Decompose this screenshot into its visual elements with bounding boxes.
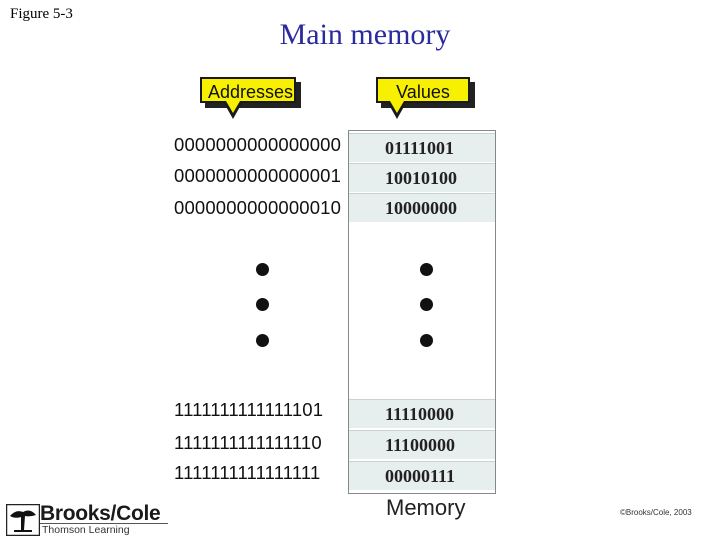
memory-cell: 11110000 bbox=[349, 399, 495, 428]
ellipsis-dot bbox=[420, 298, 433, 311]
tree-logo-icon bbox=[6, 504, 40, 536]
memory-cell: 11100000 bbox=[349, 430, 495, 459]
addresses-callout-label: Addresses bbox=[208, 82, 294, 102]
addresses-callout-pointer-fill bbox=[226, 101, 240, 113]
memory-cell: 01111001 bbox=[349, 133, 495, 162]
ellipsis-dot bbox=[256, 263, 269, 276]
ellipsis-dot bbox=[256, 334, 269, 347]
address-label: 1111111111111101 bbox=[174, 399, 324, 420]
publisher-logo: Brooks/Cole bbox=[40, 502, 161, 525]
figure-label: Figure 5-3 bbox=[10, 6, 73, 22]
values-callout-pointer-fill bbox=[390, 101, 404, 113]
memory-block: 01111001 10010100 10000000 11110000 1110… bbox=[348, 130, 496, 494]
address-label: 0000000000000000 bbox=[174, 134, 342, 155]
address-label: 0000000000000001 bbox=[174, 165, 342, 186]
addresses-callout: Addresses bbox=[200, 77, 296, 103]
ellipsis-dot bbox=[256, 298, 269, 311]
page-title: Main memory bbox=[279, 18, 451, 51]
memory-cell: 10010100 bbox=[349, 163, 495, 192]
publisher-subtitle: Thomson Learning bbox=[42, 524, 130, 536]
address-label: 0000000000000010 bbox=[174, 197, 342, 218]
copyright: ©Brooks/Cole, 2003 bbox=[620, 508, 692, 517]
logo-divider bbox=[40, 523, 168, 524]
memory-cell: 10000000 bbox=[349, 193, 495, 222]
ellipsis-dot bbox=[420, 263, 433, 276]
address-label: 1111111111111111 bbox=[174, 462, 321, 483]
address-label: 1111111111111110 bbox=[174, 432, 322, 453]
ellipsis-dot bbox=[420, 334, 433, 347]
memory-cell: 00000111 bbox=[349, 461, 495, 490]
values-callout-label: Values bbox=[396, 82, 450, 102]
memory-caption: Memory bbox=[386, 495, 466, 520]
values-callout: Values bbox=[376, 77, 470, 103]
